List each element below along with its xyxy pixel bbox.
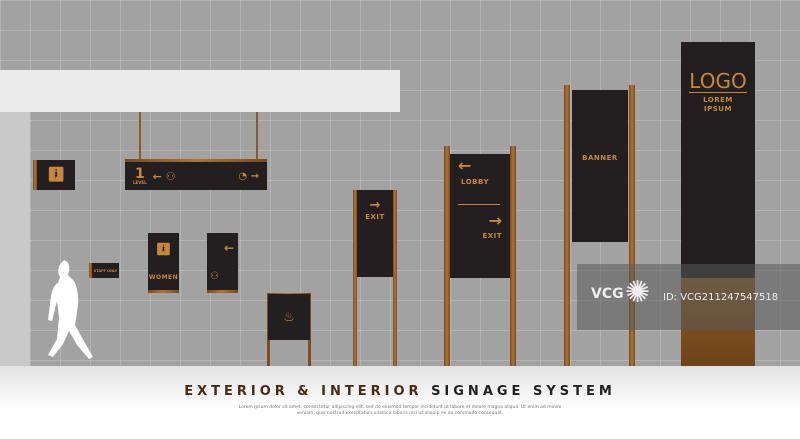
level-number: 1: [134, 166, 145, 182]
sign-bottom-edge: [148, 290, 179, 293]
person-silhouette: [48, 260, 93, 359]
post: [510, 146, 516, 366]
restroom-icon: ⚇: [210, 271, 219, 282]
subtitle: Lorem ipsum dolor sit amet, consectetur …: [238, 405, 562, 416]
arrow-left-icon: ←: [458, 156, 472, 175]
watermark-id: ID: VCG211247547518: [663, 292, 779, 303]
wall-background: [0, 0, 800, 366]
vcg-logo-icon: ✺: [625, 275, 651, 310]
women-sign: 🚺︎ WOMEN: [148, 233, 179, 290]
hanging-rod: [139, 112, 141, 160]
female-icon: 🚺︎: [37, 160, 75, 190]
restroom-direction-sign: ← ⚇: [207, 233, 238, 290]
page-title: EXTERIOR & INTERIOR SIGNAGE SYSTEM: [0, 384, 800, 399]
logo-subtitle: LOREM IPSUM: [703, 96, 733, 113]
watermark: VCG ✺ ID: VCG211247547518: [577, 264, 800, 330]
post: [393, 190, 397, 366]
sign-edge: [33, 160, 37, 190]
staff-only-sign: STAFF ONLY: [92, 263, 119, 278]
banner-sign: BANNER: [572, 90, 628, 242]
smoking-area-icon: ♨: [268, 294, 310, 340]
exit-sign: → EXIT: [357, 190, 393, 277]
arrow-left-icon: ←: [223, 241, 234, 255]
title-part1: EXTERIOR & INTERIOR: [184, 384, 423, 399]
lobby-label: LOBBY: [461, 178, 490, 186]
divider: [458, 204, 500, 205]
floor: [0, 366, 800, 439]
level-label: LEVEL: [133, 180, 147, 185]
arrow-left-restroom-icon: ← ⚇: [152, 169, 176, 183]
women-label: WOMEN: [148, 274, 179, 281]
banner-label: BANNER: [582, 154, 618, 162]
arrow-right-icon: →: [369, 198, 381, 213]
sign-edge: [89, 263, 92, 278]
logo-text: LOGO: [689, 69, 747, 93]
exit-label: EXIT: [482, 232, 502, 240]
post: [444, 146, 450, 366]
title-part2: SIGNAGE SYSTEM: [431, 384, 616, 399]
pillar: [0, 112, 30, 366]
lobby-exit-sign: ← LOBBY → EXIT: [450, 154, 510, 278]
exit-label: EXIT: [365, 213, 385, 221]
post: [564, 85, 570, 366]
arrow-right-icon: →: [488, 211, 502, 230]
post: [353, 190, 357, 366]
hanging-rod: [256, 112, 258, 160]
sign-top-edge: [125, 159, 267, 162]
arrow-right-icon: ◔ →: [238, 170, 259, 182]
sign-bottom-edge: [207, 290, 238, 293]
female-icon: 🚺︎: [155, 242, 172, 256]
watermark-brand: VCG: [591, 286, 624, 302]
canopy: [0, 70, 400, 112]
post: [629, 85, 635, 366]
logo-totem: LOGO LOREM IPSUM: [681, 42, 755, 278]
